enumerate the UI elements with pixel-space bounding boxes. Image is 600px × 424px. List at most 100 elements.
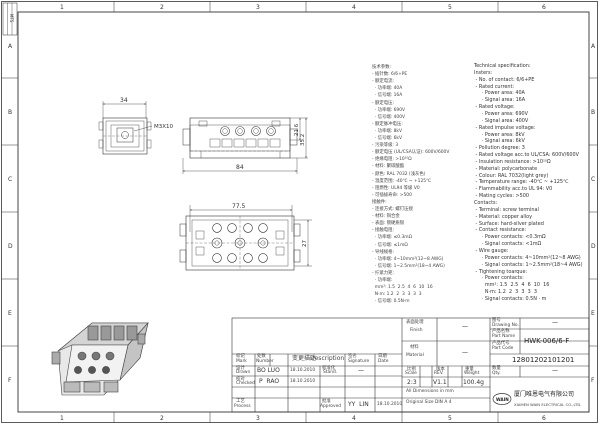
spec-line: · Power area: 690V [474, 110, 529, 117]
col-label: 1 [60, 415, 64, 422]
drawing-label-zh: 图号 [492, 318, 501, 323]
spec-line: · 功率端: 40A [372, 86, 403, 92]
material-label-en: Material [406, 353, 424, 358]
weight-label-en: Weight [464, 371, 480, 376]
standard-label-zh: 标准化 [322, 366, 336, 371]
spec-line: · 功率端: 8kV [372, 128, 402, 134]
finish-label-zh: 表面处理 [406, 320, 424, 325]
spec-line: - Rated voltage: [474, 104, 515, 111]
row-label: E [591, 310, 595, 317]
spec-line: - 连接方式: 螺钉压接 [372, 207, 413, 212]
spec-line: · 信号端: 6kV [372, 136, 402, 141]
scale-label-en: Scale [405, 371, 417, 376]
spec-line: - 污染等级: 3 [372, 143, 399, 149]
mark-label-zh: 标记 [236, 354, 245, 359]
border-labels: 1 2 3 4 5 6 1 2 3 4 5 6 A B C D E F A B … [8, 4, 596, 422]
spec-line: - 表面: 镀硬质银 [372, 221, 405, 227]
drawing-label-en: Drawing No. [492, 323, 519, 328]
spec-line: - Rated voltage acc.to UL/CSA: 600V/600V [474, 152, 580, 159]
date-label-en: Date [378, 359, 389, 364]
spec-line: · 功率端: 690V [372, 107, 406, 113]
weight-value: 100.4g [463, 379, 484, 386]
spec-line: - Insulation resistance: >10¹⁰Ω [474, 158, 551, 165]
spec-line: - 绝缘电阻: >10¹⁰Ω [372, 157, 412, 163]
drawn-label-zh: 设计 [236, 366, 245, 371]
spec-line: - 额定电流: [372, 79, 395, 85]
row-label: B [8, 109, 12, 116]
spec-line: - 温度范围: -40℃ ~ +125℃ [372, 178, 431, 184]
spec-line: · Power area: 40A [474, 90, 525, 97]
row-label: C [591, 176, 595, 183]
row-label: D [8, 243, 13, 250]
spec-line: · Power contacts: [474, 275, 524, 282]
spec-line: · Signal area: 6kV [474, 138, 525, 145]
dimension-note: All Dimensions in mm [406, 389, 454, 394]
part-name-label-en: Part Name [492, 334, 516, 339]
col-label: 6 [542, 415, 546, 422]
part-code-label-en: Part Code [492, 346, 514, 351]
spec-line: N·m: 1.2 2 3 3 3 3 [372, 292, 422, 298]
spec-line: - Material: polycarbonate [474, 165, 538, 172]
spec-line: - Temperature range: -40℃ ~ +125℃ [474, 179, 569, 186]
rev-value: V1.1 [433, 379, 447, 386]
dim-front-height-1: 21.6 [294, 123, 300, 136]
checked-date: 18.10.2010 [290, 379, 316, 384]
row-label: A [591, 43, 596, 50]
spec-line: · Power contacts: 4~10mm²(12~8 AWG) [474, 254, 581, 261]
spec-line: - 额定电压 (UL/CSA认证): 600V/600V [372, 150, 450, 156]
spec-line: · Power area: 8kV [474, 131, 525, 138]
spec-line: - 插针数: 6/6+PE [372, 72, 408, 78]
dim-top-height: 27 [302, 240, 308, 247]
count-label-zh: 处数 [257, 354, 266, 359]
spec-line: - Pollution degree: 3 [474, 145, 525, 152]
col-label: 3 [256, 4, 260, 11]
spec-line: · 功率端: [372, 278, 393, 283]
spec-line: · Power contacts: <0.3mΩ [474, 234, 546, 241]
approved-label-zh: 批准 [322, 399, 331, 404]
logo-text: WAIN [496, 397, 509, 402]
spec-line: · 功率端: ≤0.3mΩ [372, 235, 412, 241]
col-label: 5 [448, 415, 452, 422]
col-label: 6 [542, 4, 546, 11]
spec-line: N·m: 1.2 2 3 3 3 3 [474, 289, 537, 296]
spec-line: - 拧紧力矩: [372, 270, 395, 276]
col-label: 5 [448, 4, 452, 11]
spec-line: · Signal area: 16A [474, 97, 526, 104]
standard-label-en: Stand. [323, 370, 338, 375]
spec-line: - Material: copper alloy [474, 213, 533, 220]
dim-front-height-2: 35.2 [300, 134, 306, 146]
row-label: D [591, 243, 596, 250]
spec-line: Contacts: [474, 200, 498, 206]
spec-line: Insters: [474, 69, 493, 76]
spec-line: · 信号端: ≤1mΩ [372, 242, 408, 248]
company-name-zh: 厦门唯恩电气有限公司 [514, 391, 575, 398]
spec-line: - 导线规格: [372, 249, 395, 255]
rev-label-en: REV. [434, 371, 444, 376]
row-label: F [8, 377, 12, 384]
company-name-en: XIAMEN WAIN ELECTRICAL CO.,LTD. [514, 402, 582, 407]
spec-line: · 信号端: 16A [372, 93, 403, 99]
part-code-value: 12801202101201 [512, 356, 575, 364]
spec-line: - Rated impulse voltage: [474, 124, 536, 131]
col-label: 2 [160, 4, 164, 11]
spec-line: · Signal area: 400V [474, 117, 529, 124]
drawn-label-en: Drawn [236, 370, 251, 375]
spec-line: - Contact resistance: [474, 227, 527, 234]
spec-line: · 信号端: 0.5N·m [372, 299, 410, 305]
spec-line: · 信号端: 400V [372, 114, 406, 120]
part-code-label-zh: 产品代号 [492, 341, 510, 346]
spec-line: - Wire gauge: [474, 247, 509, 254]
spec-line: - Mating cycles: >500 [474, 193, 529, 200]
finish-value: — [462, 323, 468, 330]
front-view [182, 117, 308, 174]
qty-label-zh: 数量 [492, 366, 501, 371]
spec-line: 技术参数: [372, 65, 392, 70]
qty-value: — [552, 367, 558, 374]
company-logo: WAIN [492, 393, 512, 405]
row-label: E [8, 310, 12, 317]
process-label-zh: 工艺 [236, 399, 245, 404]
dim-side-width: 34 [120, 97, 128, 104]
title-block-frame [231, 317, 590, 413]
checked-name: P RAO [259, 378, 280, 385]
